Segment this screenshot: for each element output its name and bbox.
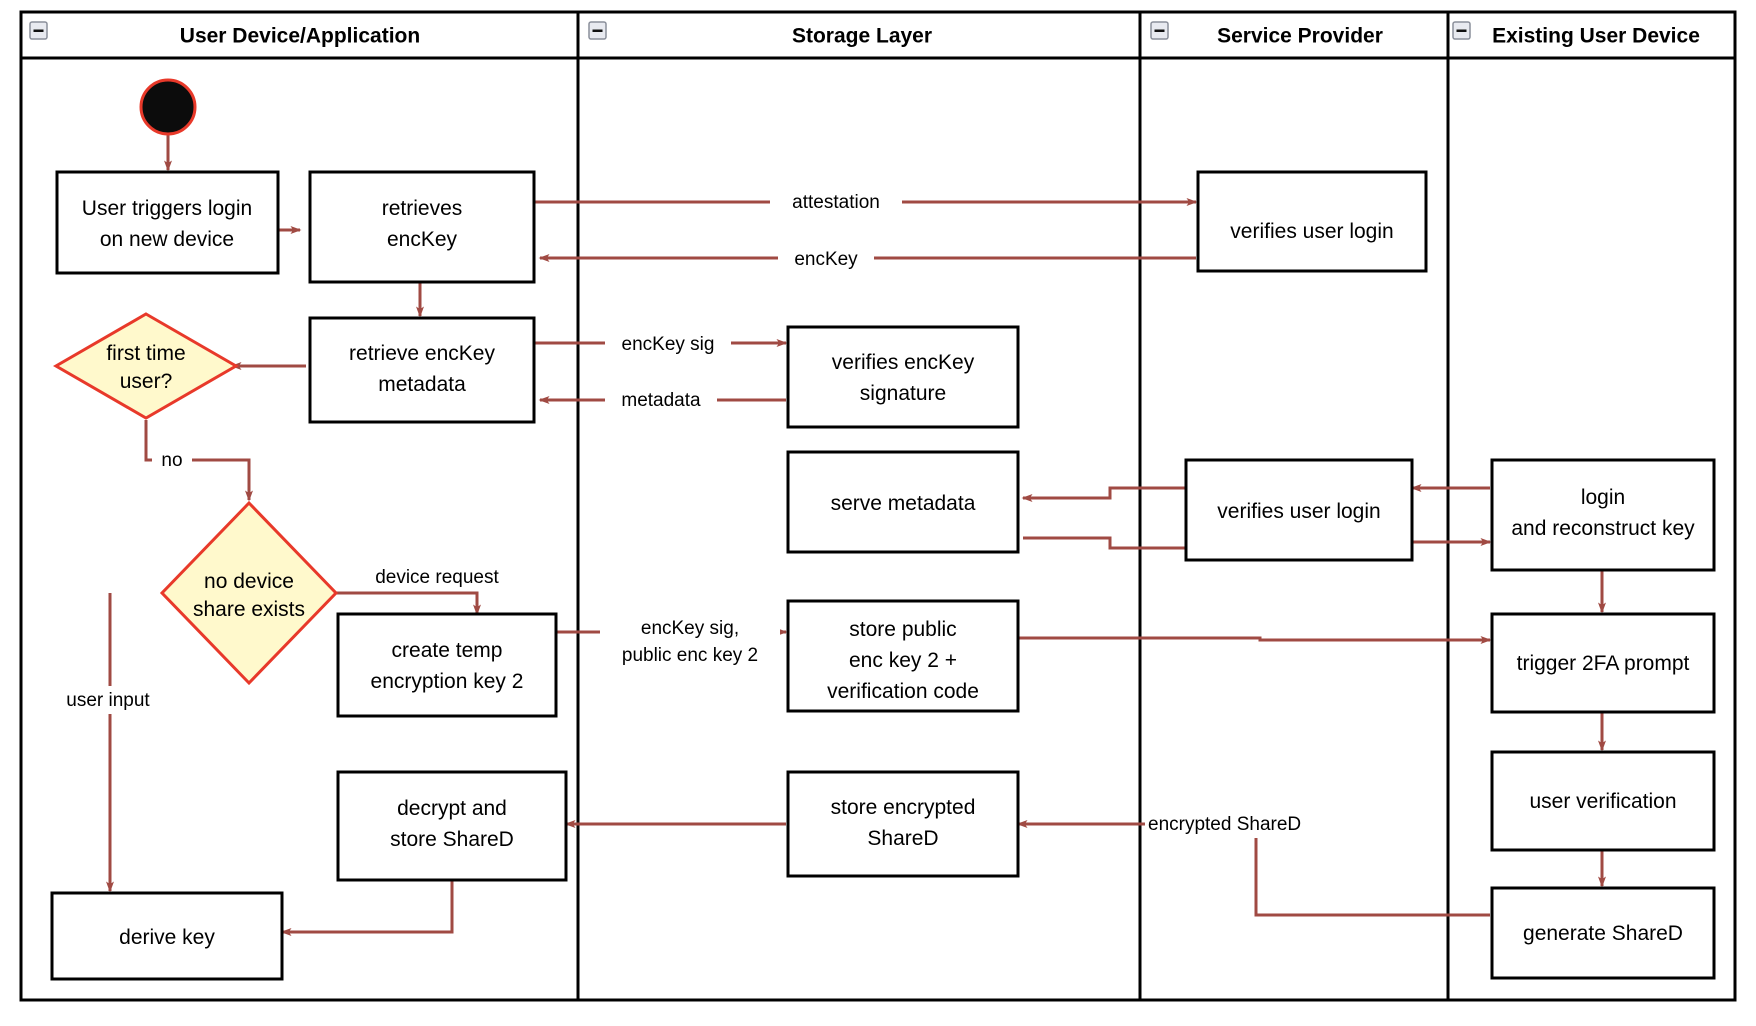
- node-label: metadata: [378, 373, 466, 396]
- node-label: derive key: [119, 926, 215, 949]
- node-label: verifies encKey: [832, 351, 975, 374]
- edge-encrypted-shared: [1016, 820, 1490, 917]
- node-serve-metadata[interactable]: serve metadata: [786, 450, 1020, 554]
- node-label: no device: [204, 570, 294, 593]
- node-label: store encrypted: [831, 796, 976, 819]
- minus-box-icon[interactable]: [1150, 21, 1169, 40]
- edge-label-user-input: user input: [66, 690, 150, 711]
- node-label: encKey: [387, 228, 458, 251]
- edge-to-trigger-2fa: [1018, 636, 1492, 644]
- node-label: encryption key 2: [371, 670, 524, 693]
- node-create-temp-encryption-key-2[interactable]: create temp encryption key 2: [336, 612, 558, 718]
- edge-label-device-request: device request: [375, 567, 499, 588]
- edge-label-metadata: metadata: [621, 390, 701, 411]
- node-verifies-user-login-2[interactable]: verifies user login: [1184, 458, 1414, 562]
- node-label: generate ShareD: [1523, 922, 1683, 945]
- lane-header-storage-layer[interactable]: Storage Layer: [588, 21, 932, 48]
- node-label: verifies user login: [1217, 500, 1380, 523]
- node-label: share exists: [193, 598, 305, 621]
- edge-label-enckey-sig-public-1: encKey sig,: [641, 618, 739, 639]
- node-label: retrieve encKey: [349, 342, 495, 365]
- edge-label-enckey: encKey: [794, 249, 858, 270]
- minus-box-icon[interactable]: [29, 21, 48, 40]
- node-verifies-user-login-1[interactable]: verifies user login: [1196, 170, 1428, 273]
- node-label: User triggers login: [82, 197, 252, 220]
- minus-box-icon[interactable]: [1452, 21, 1471, 40]
- node-generate-shared[interactable]: generate ShareD: [1490, 886, 1716, 980]
- node-label: first time: [106, 342, 185, 365]
- node-label: serve metadata: [831, 492, 976, 515]
- node-decision-no-device-share-exists[interactable]: no device share exists: [159, 500, 339, 686]
- node-label: create temp: [392, 639, 503, 662]
- node-login-and-reconstruct-key[interactable]: login and reconstruct key: [1490, 458, 1716, 572]
- node-verifies-enckey-signature[interactable]: verifies encKey signature: [786, 325, 1020, 429]
- edge-serve-metadata-request: [1021, 486, 1196, 502]
- edge-decrypt-to-derive-key: [280, 880, 454, 936]
- node-decision-first-time-user[interactable]: first time user?: [53, 312, 239, 420]
- node-label: verifies user login: [1230, 220, 1393, 243]
- node-label: and reconstruct key: [1511, 517, 1695, 540]
- node-label: login: [1581, 486, 1625, 509]
- node-label: decrypt and: [397, 797, 507, 820]
- node-trigger-2fa-prompt[interactable]: trigger 2FA prompt: [1490, 612, 1716, 714]
- edge-device-request: [332, 591, 481, 616]
- edge-label-no: no: [161, 450, 182, 471]
- edge-label-enckey-sig: encKey sig: [622, 334, 715, 355]
- node-label: trigger 2FA prompt: [1517, 652, 1690, 675]
- node-label: enc key 2 +: [849, 649, 957, 672]
- lane-header-service-provider[interactable]: Service Provider: [1150, 21, 1383, 48]
- lane-header-user-device[interactable]: User Device/Application: [29, 21, 420, 48]
- node-store-public-enc-key-2[interactable]: store public enc key 2 + verification co…: [786, 599, 1020, 713]
- edge-no-branch: [144, 420, 253, 502]
- edge-label-attestation: attestation: [792, 192, 880, 213]
- swimlane-frame: [19, 10, 1737, 1002]
- lane-title-service-provider: Service Provider: [1217, 25, 1383, 48]
- node-label: signature: [860, 382, 946, 405]
- edge-label-enckey-sig-public-2: public enc key 2: [622, 645, 758, 666]
- node-label: ShareD: [867, 827, 938, 850]
- minus-box-icon[interactable]: [588, 21, 607, 40]
- node-user-triggers-login[interactable]: User triggers login on new device: [55, 170, 280, 275]
- node-label: user verification: [1529, 790, 1676, 813]
- node-label: verification code: [827, 680, 979, 703]
- node-derive-key[interactable]: derive key: [50, 891, 284, 981]
- node-label: retrieves: [382, 197, 463, 220]
- edge-serve-metadata-response: [1023, 536, 1198, 552]
- node-label: user?: [120, 370, 173, 393]
- node-store-encrypted-shared[interactable]: store encrypted ShareD: [786, 770, 1020, 878]
- lane-header-existing-user-device[interactable]: Existing User Device: [1452, 21, 1700, 48]
- node-label: store ShareD: [390, 828, 514, 851]
- node-retrieve-enckey-metadata[interactable]: retrieve encKey metadata: [308, 316, 536, 424]
- lane-title-existing-user-device: Existing User Device: [1492, 25, 1700, 48]
- node-label: store public: [849, 618, 956, 641]
- node-decrypt-and-store-shared[interactable]: decrypt and store ShareD: [336, 770, 568, 882]
- edge-label-encrypted-shared: encrypted ShareD: [1148, 814, 1301, 835]
- node-user-verification[interactable]: user verification: [1490, 750, 1716, 852]
- node-label: on new device: [100, 228, 234, 251]
- node-start[interactable]: [139, 78, 197, 136]
- lane-title-user-device: User Device/Application: [180, 25, 420, 48]
- node-retrieves-enckey[interactable]: retrieves encKey: [308, 170, 536, 284]
- edge-label-group: attestation encKey encKey sig metadata n…: [52, 188, 1331, 838]
- lane-title-storage-layer: Storage Layer: [792, 25, 932, 48]
